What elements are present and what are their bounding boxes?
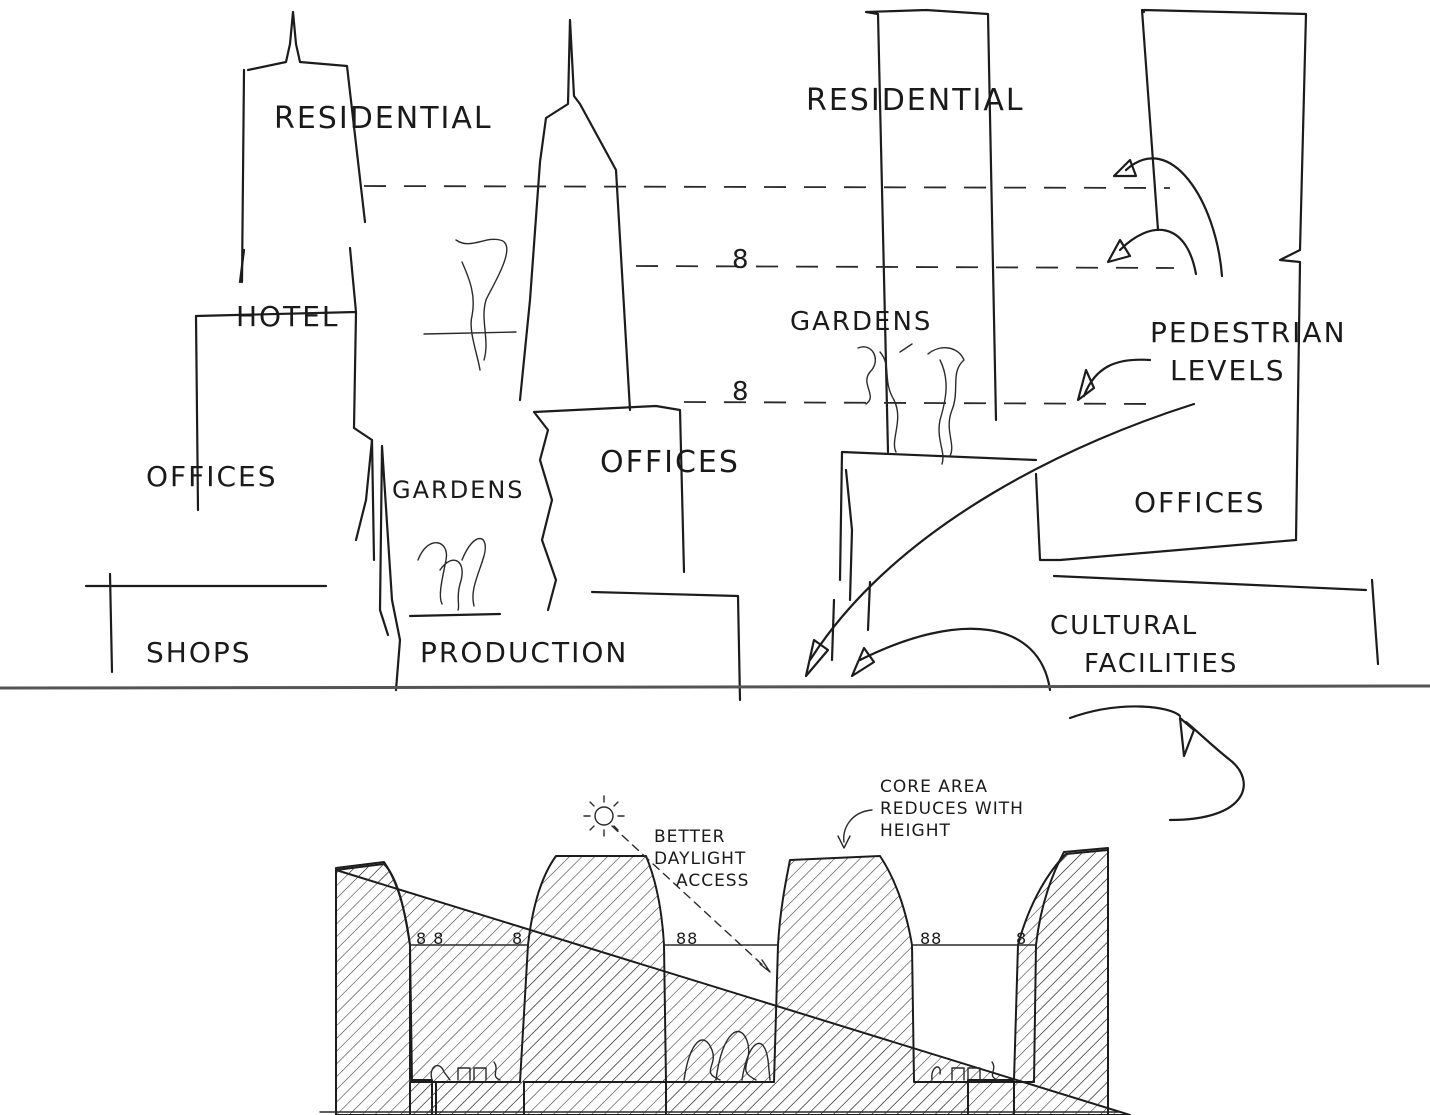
middle-offices-outline [534,406,684,572]
label-cultural-line1: CULTURAL [1050,611,1198,641]
label-shops: SHOPS [146,636,252,669]
core-note-arrow [844,810,872,842]
person-figure: 88 [920,929,942,948]
label-offices-right: OFFICES [1134,486,1266,519]
pedestrian-level-1 [364,186,1170,188]
garden-squiggle [424,239,516,370]
upper-tower-sketch: 8 8 RESIDENTIAL RESIDENTIAL HOTEL GARDEN… [86,10,1378,700]
person-figure: 88 [676,929,698,948]
section-divider [0,686,1430,688]
label-offices-middle: OFFICES [600,445,740,480]
far-right-tower-outline [1142,10,1306,540]
person-figure: 8 8 [416,929,444,948]
pedestrian-arrow [1126,158,1222,276]
right-offices-outline [840,452,1036,600]
label-offices-left: OFFICES [146,460,278,493]
lower-cross-section: 8 8 8 88 88 8 CORE AREA REDUCES WITH HEI… [320,777,1130,1115]
left-tower-outline [242,12,365,282]
pedestrian-level-3 [684,402,1160,404]
label-residential-right: RESIDENTIAL [806,83,1025,118]
garden-squiggle [858,344,964,464]
label-core-line1: CORE AREA [880,777,988,797]
sun-icon [584,796,624,836]
person-figure: 8 [732,377,751,407]
label-hotel: HOTEL [236,300,340,333]
label-cultural-line2: FACILITIES [1084,649,1238,679]
pedestrian-arrow [1084,360,1150,396]
hotel-block-outline [196,312,374,560]
label-daylight-line3: ACCESS [676,871,749,891]
label-pedestrian-levels-line1: PEDESTRIAN [1150,316,1347,349]
label-production: PRODUCTION [420,636,628,669]
person-figure: 8 [1016,929,1027,948]
label-residential-left: RESIDENTIAL [274,101,493,136]
person-figure: 8 [512,929,523,948]
garden-squiggle [418,539,485,611]
middle-tower-outline [520,20,630,410]
label-pedestrian-levels-line2: LEVELS [1170,354,1286,387]
label-core-line3: HEIGHT [880,821,951,841]
label-gardens-middle: GARDENS [392,476,525,504]
pedestrian-arrow [860,629,1050,690]
right-tower-outline [866,10,996,452]
person-figure: 8 [732,245,751,275]
label-core-line2: REDUCES WITH [880,799,1024,819]
label-gardens-upper: GARDENS [790,307,932,337]
label-daylight-line1: BETTER [654,827,725,847]
pedestrian-level-2 [636,266,1174,268]
label-daylight-line2: DAYLIGHT [654,849,746,869]
